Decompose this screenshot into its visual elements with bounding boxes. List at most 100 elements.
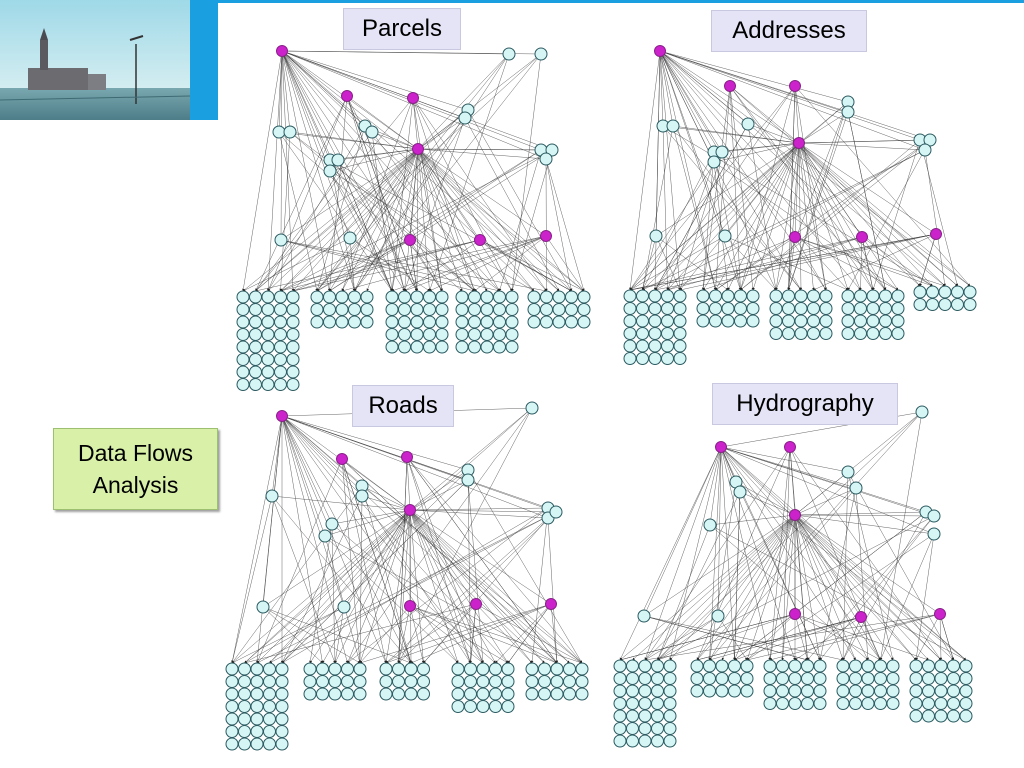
leaf-node bbox=[577, 315, 591, 329]
flow-edge bbox=[720, 446, 935, 517]
flow-edge bbox=[798, 138, 931, 144]
leaf-node bbox=[707, 155, 721, 169]
flow-edge bbox=[672, 125, 717, 291]
flow-edge bbox=[735, 481, 796, 516]
flow-edge bbox=[267, 95, 348, 292]
leaf-node bbox=[861, 659, 875, 673]
leaf-node bbox=[776, 684, 789, 698]
flow-edge bbox=[467, 469, 472, 664]
flow-edge bbox=[781, 446, 791, 661]
flow-edge bbox=[231, 415, 283, 664]
flow-edge bbox=[879, 411, 923, 661]
leaf-node bbox=[385, 315, 399, 329]
flow-edge bbox=[281, 50, 373, 133]
leaf-node bbox=[841, 302, 855, 315]
leaf-node bbox=[721, 314, 735, 328]
leaf-node bbox=[423, 315, 436, 329]
leaf-node bbox=[861, 697, 875, 710]
leaf-node bbox=[274, 328, 287, 341]
flow-edge bbox=[794, 471, 849, 516]
flow-edge bbox=[411, 97, 419, 150]
leaf-node bbox=[404, 687, 418, 701]
leaf-node bbox=[746, 289, 760, 303]
flow-edge bbox=[734, 514, 796, 661]
leaf-node bbox=[934, 709, 948, 723]
leaf-node bbox=[337, 600, 351, 614]
leaf-node bbox=[341, 675, 354, 688]
leaf-node bbox=[841, 314, 855, 328]
flow-edge bbox=[735, 481, 821, 661]
flow-edge bbox=[789, 446, 809, 661]
flow-edge bbox=[417, 148, 547, 161]
leaf-node bbox=[549, 505, 563, 519]
leaf-node bbox=[249, 353, 262, 366]
leaf-node bbox=[525, 687, 539, 701]
leaf-node bbox=[886, 684, 900, 698]
flow-edge bbox=[406, 456, 583, 664]
flow-edge bbox=[271, 415, 283, 497]
leaf-node bbox=[410, 340, 424, 354]
flow-edge bbox=[412, 97, 476, 292]
flow-edge bbox=[740, 139, 921, 291]
leaf-node bbox=[263, 662, 276, 676]
flow-edge bbox=[409, 407, 533, 511]
leaf-node bbox=[801, 672, 814, 685]
flow-edge bbox=[329, 159, 572, 292]
leaf-node bbox=[947, 697, 960, 710]
leaf-node bbox=[866, 302, 880, 315]
flow-edge bbox=[793, 85, 800, 144]
leaf-node bbox=[538, 675, 551, 688]
leaf-node bbox=[861, 672, 875, 685]
flow-edge bbox=[655, 235, 729, 291]
leaf-node bbox=[468, 315, 481, 329]
leaf-node bbox=[385, 328, 399, 341]
leaf-node bbox=[927, 527, 941, 541]
leaf-node bbox=[661, 314, 674, 328]
flow-edge bbox=[787, 101, 849, 291]
leaf-node bbox=[740, 672, 754, 685]
flow-edge bbox=[655, 235, 681, 291]
flow-edge bbox=[794, 514, 935, 518]
flow-edge bbox=[659, 50, 665, 127]
leaf-node bbox=[451, 700, 465, 713]
leaf-node bbox=[794, 289, 808, 303]
leaf-node bbox=[501, 700, 515, 713]
leaf-node bbox=[959, 672, 973, 685]
leaf-node bbox=[225, 712, 239, 726]
leaf-node bbox=[909, 672, 923, 685]
flow-edge bbox=[316, 117, 466, 292]
leaf-node bbox=[385, 303, 399, 316]
flow-edge bbox=[281, 50, 339, 161]
leaf-node bbox=[489, 687, 502, 701]
flow-edge bbox=[347, 509, 411, 664]
leaf-node bbox=[455, 315, 469, 329]
leaf-node bbox=[225, 700, 239, 713]
leaf-node bbox=[527, 315, 541, 329]
flow-edge bbox=[919, 233, 937, 287]
leaf-node bbox=[626, 722, 639, 735]
leaf-node bbox=[275, 737, 289, 751]
leaf-node bbox=[734, 314, 747, 328]
flow-edge bbox=[346, 95, 419, 150]
leaf-node bbox=[651, 659, 664, 673]
flow-edge bbox=[409, 605, 509, 664]
header-accent-line bbox=[218, 0, 1024, 3]
flow-edge bbox=[255, 109, 469, 292]
leaf-node bbox=[455, 328, 469, 341]
leaf-node bbox=[286, 290, 300, 304]
leaf-node bbox=[550, 687, 564, 701]
leaf-node bbox=[651, 734, 664, 748]
leaf-node bbox=[286, 340, 300, 354]
flow-edge bbox=[781, 514, 796, 661]
leaf-node bbox=[451, 687, 465, 701]
flow-edge bbox=[495, 603, 552, 664]
leaf-node bbox=[636, 339, 649, 353]
flow-edge bbox=[281, 415, 363, 487]
leaf-node bbox=[335, 315, 349, 329]
leaf-node bbox=[538, 687, 551, 701]
leaf-node bbox=[623, 339, 637, 353]
leaf-node bbox=[398, 315, 411, 329]
flow-edge bbox=[629, 85, 796, 291]
leaf-node bbox=[225, 725, 239, 738]
leaf-node bbox=[365, 125, 379, 139]
